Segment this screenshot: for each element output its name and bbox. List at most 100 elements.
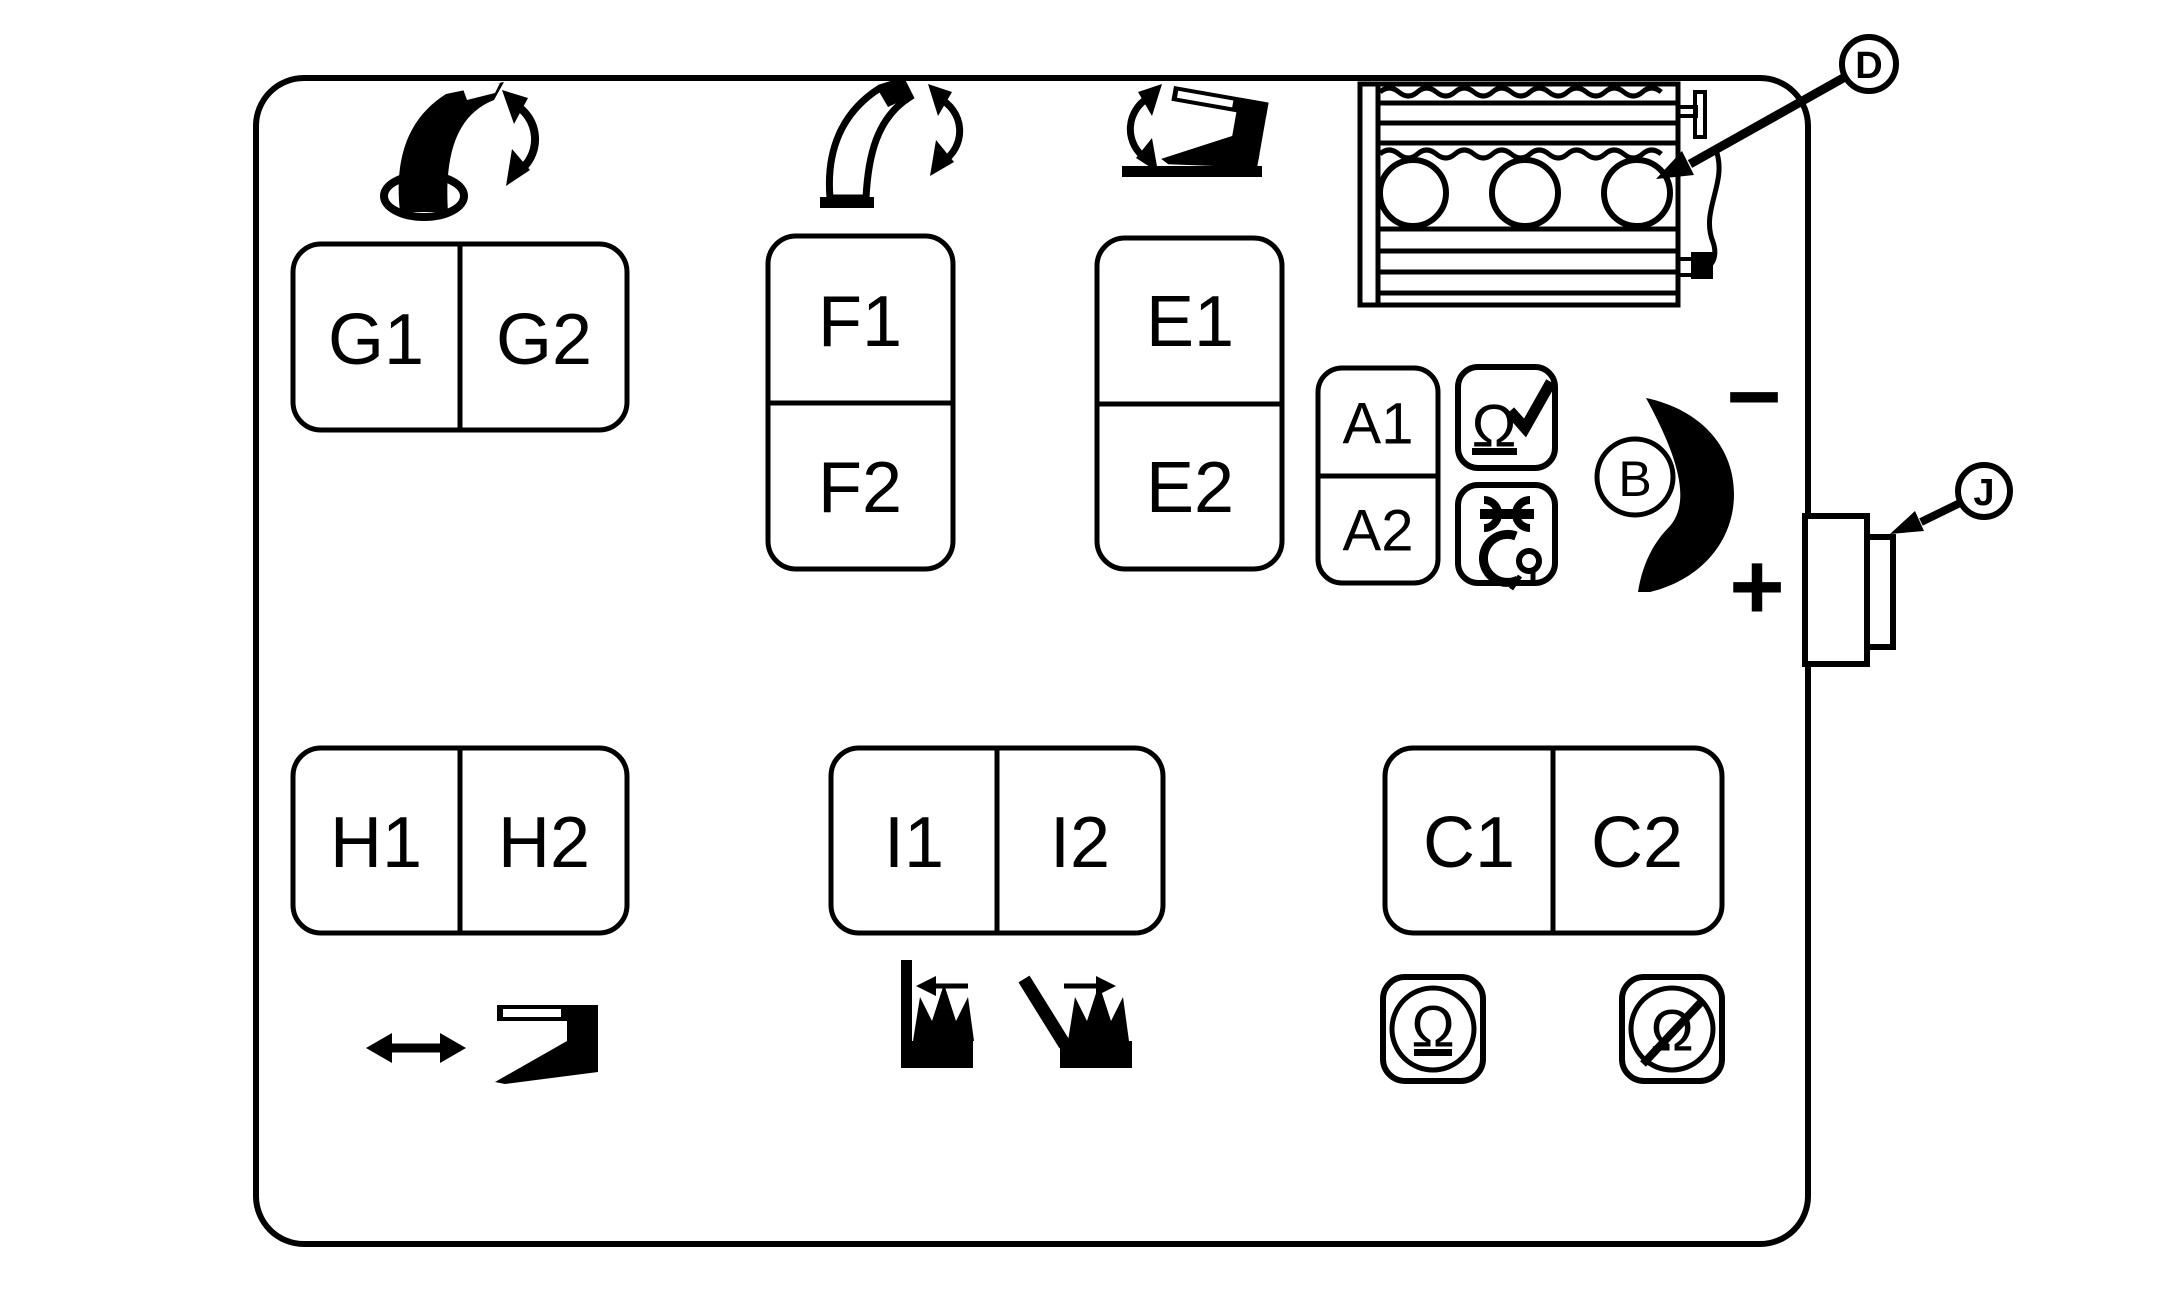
button-h1-label: H1 — [330, 803, 422, 883]
button-c2[interactable] — [1553, 748, 1722, 933]
brush-base — [901, 1041, 973, 1068]
omega-check-icon[interactable]: Ω — [1455, 364, 1558, 471]
rotate-arrow-arc — [936, 94, 964, 166]
button-pair-f: F1 F2 — [765, 233, 956, 572]
pliers-jaw — [1478, 529, 1520, 587]
intensity-dial[interactable]: B − + — [1594, 344, 1785, 640]
callout-d: D — [1656, 34, 1899, 179]
button-pair-h: H1 H2 — [290, 745, 630, 936]
callout-d-label: D — [1855, 45, 1882, 87]
button-i2-label: I2 — [1050, 803, 1110, 883]
blade-slot — [503, 1009, 561, 1017]
spout-tip-slit — [463, 83, 500, 100]
omega-glyph: Ω — [1411, 995, 1454, 1060]
button-f1[interactable] — [768, 236, 953, 403]
rotate-arrow-head-up — [1138, 84, 1162, 116]
button-h2[interactable] — [460, 748, 627, 933]
rotate-arrow-head-up — [928, 84, 952, 116]
button-f2-label: F2 — [818, 448, 902, 528]
callout-j-arrow-line — [1919, 498, 1964, 526]
pliers-handle — [1508, 574, 1523, 591]
spout-base-bar — [820, 197, 874, 208]
button-i1[interactable] — [831, 748, 997, 933]
button-a2-label: A2 — [1343, 499, 1414, 564]
pliers-pivot — [1516, 548, 1542, 574]
button-a2[interactable] — [1318, 476, 1438, 583]
button-i2[interactable] — [997, 748, 1163, 933]
connector-outer — [1802, 513, 1870, 667]
mast-bar-tilted — [1018, 975, 1071, 1049]
omega-underline — [1472, 448, 1517, 455]
button-g1[interactable] — [293, 244, 460, 430]
button-g2-label: G2 — [496, 300, 592, 380]
button-i1-label: I1 — [884, 803, 944, 883]
button-pair-c: C1 C2 — [1382, 745, 1725, 936]
button-pair-g: G1 G2 — [290, 241, 630, 433]
button-c1[interactable] — [1385, 748, 1553, 933]
cable-wavy-line — [1700, 149, 1722, 269]
blade-foot — [1161, 135, 1260, 168]
spout-folded-rotate-icon — [380, 82, 539, 221]
brush-base — [1060, 1041, 1132, 1068]
tilted-blade — [1161, 86, 1269, 168]
brush-spikes — [913, 984, 974, 1041]
button-h2-label: H2 — [498, 803, 590, 883]
blade-icon — [495, 1005, 598, 1084]
magnet-on-circle — [1389, 985, 1477, 1073]
button-c1-label: C1 — [1423, 803, 1515, 883]
button-e2-label: E2 — [1146, 448, 1234, 528]
callout-d-circle — [1839, 34, 1899, 94]
stub-crossbar — [1693, 90, 1707, 139]
button-e1-label: E1 — [1146, 282, 1234, 362]
connector-inner — [1864, 534, 1896, 650]
connector-tab — [1802, 513, 1896, 667]
arrow-head-left — [916, 976, 936, 996]
callout-b-circle — [1594, 436, 1676, 518]
button-a1-label: A1 — [1343, 392, 1414, 457]
wrench-jaw-right — [1512, 496, 1531, 532]
omega-check-outline[interactable] — [1455, 364, 1558, 471]
button-f2[interactable] — [768, 403, 953, 569]
button-pair-i: I1 I2 — [828, 745, 1166, 936]
magnet-on-icon[interactable]: Ω — [1380, 974, 1486, 1084]
button-g2[interactable] — [460, 244, 627, 430]
button-e2[interactable] — [1097, 404, 1282, 569]
check-icon — [1505, 379, 1556, 438]
port-circle — [1601, 157, 1673, 229]
magnet-off-icon[interactable]: Ω — [1619, 974, 1725, 1084]
callout-b-label: B — [1618, 451, 1651, 507]
port-circle — [1489, 157, 1561, 229]
slash-line — [1640, 997, 1706, 1067]
brush-spikes — [1068, 984, 1129, 1041]
button-a1[interactable] — [1318, 368, 1438, 476]
button-e1[interactable] — [1097, 238, 1282, 404]
button-c2-label: C2 — [1591, 803, 1683, 883]
callout-j-arrow-head — [1890, 511, 1924, 534]
rotate-arrow-head-down — [1136, 138, 1158, 172]
rotate-arrow-head-up — [502, 90, 528, 124]
sideshift-arrow-icon — [366, 1033, 466, 1063]
ground-bar — [1122, 166, 1262, 177]
arrow-head-left — [366, 1033, 392, 1063]
callout-d-arrow-head — [1656, 151, 1694, 179]
mast-tilted-brush-icon — [1018, 975, 1132, 1068]
callout-j-circle — [1955, 462, 2013, 520]
heat-exchanger-icon — [1357, 81, 1722, 308]
wrench-jaw-left — [1483, 496, 1502, 532]
plus-symbol[interactable]: + — [1729, 534, 1784, 640]
button-h1[interactable] — [293, 748, 460, 933]
spout-extended-rotate-icon — [820, 76, 964, 208]
dial-crescent[interactable] — [1638, 398, 1734, 592]
arrow-head-right — [440, 1033, 466, 1063]
rotate-arrow-head-down — [506, 149, 530, 186]
button-pair-a: A1 A2 — [1315, 365, 1441, 586]
wrench-pliers-icon[interactable] — [1455, 482, 1558, 591]
port-circle — [1377, 157, 1449, 229]
rotate-arrow-head-down — [930, 140, 954, 176]
minus-symbol[interactable]: − — [1726, 344, 1781, 450]
spout-tip — [878, 81, 910, 107]
mast-bar — [901, 960, 912, 1043]
button-g1-label: G1 — [328, 300, 424, 380]
omega-underline — [1414, 1049, 1452, 1056]
callout-j-label: J — [1973, 472, 1994, 514]
